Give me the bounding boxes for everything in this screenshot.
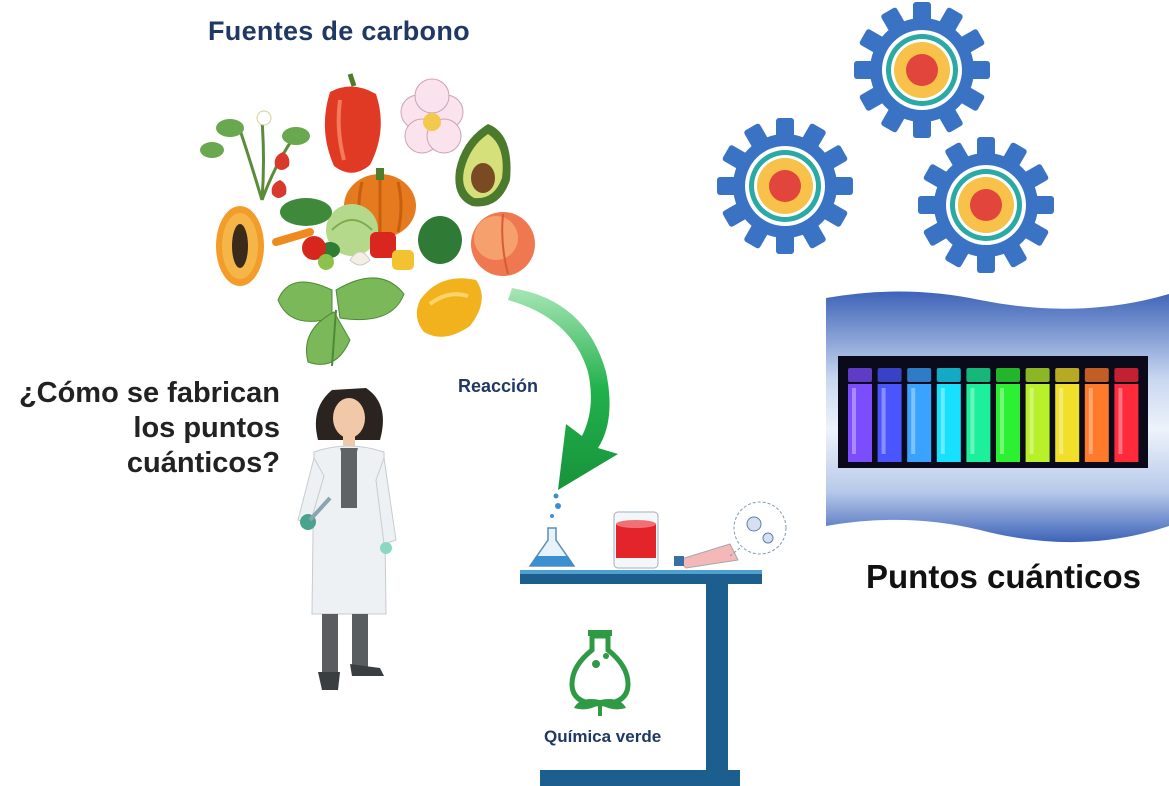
vial-highlight [1000, 388, 1004, 454]
vial-highlight [1118, 388, 1123, 454]
quantum-dot-icon [854, 2, 990, 138]
virus-icon [729, 501, 787, 557]
greens-icon [280, 198, 462, 264]
avocado-icon [455, 124, 511, 207]
vial-cap [1084, 368, 1109, 382]
vial-cap [1055, 368, 1080, 382]
papaya-icon [216, 206, 264, 286]
vial [936, 384, 961, 462]
bell-pepper-icon [370, 232, 396, 258]
green-chemistry-label: Química verde [544, 727, 662, 746]
vial [1055, 384, 1080, 462]
strawberry-leaves-icon [277, 277, 405, 367]
yellow-pepper-icon [392, 250, 414, 270]
vial-cap [848, 368, 872, 382]
question-line-2: los puntos [133, 412, 280, 444]
culture-flask-icon [674, 543, 739, 569]
garlic-icon [349, 251, 371, 266]
vial [996, 384, 1020, 462]
quantum-dots-panel [826, 291, 1169, 543]
vial-highlight [1088, 388, 1093, 454]
vial-highlight [1029, 388, 1034, 454]
question-heading: ¿Cómo se fabrican los puntos cuánticos? [10, 376, 280, 481]
cucumber-slice-icon [318, 254, 334, 270]
vial-cap [907, 368, 932, 382]
peach-icon [471, 212, 535, 276]
pipette-icon [308, 496, 332, 522]
quantum-dot-icon [918, 137, 1054, 273]
green-chemistry-leaf-flask-icon [569, 630, 631, 716]
carbon-sources-title: Fuentes de carbono [208, 16, 470, 46]
vial-cap [877, 368, 902, 382]
vial [1084, 384, 1109, 462]
vegetables-illustration [200, 73, 535, 367]
vial-cap [936, 368, 961, 382]
vial-highlight [970, 388, 975, 454]
tomato-icon [302, 236, 326, 260]
vial [877, 384, 902, 462]
vial [966, 384, 991, 462]
cabbage-icon [326, 204, 378, 256]
quantum-dot-icon [717, 118, 853, 254]
vial-cap [966, 368, 991, 382]
flower-icon [400, 78, 464, 154]
scientist-illustration [297, 388, 397, 690]
vial [1114, 384, 1139, 462]
reaction-label: Reacción [458, 376, 539, 396]
question-line-1: ¿Cómo se fabrican [18, 377, 280, 409]
carrot-icon [272, 228, 314, 246]
flask-icon [528, 493, 576, 567]
reaction-arrow [508, 288, 618, 490]
quantum-dots-label: Puntos cuánticos [866, 558, 1142, 595]
vial [848, 384, 872, 462]
lab-table [520, 570, 762, 786]
vial-highlight [881, 388, 886, 454]
vial-highlight [911, 388, 916, 454]
red-pepper-icon [324, 73, 381, 173]
vial-cap [1025, 368, 1050, 382]
question-line-3: cuánticos? [126, 447, 280, 479]
vial-highlight [1059, 388, 1064, 454]
vial-cap [996, 368, 1020, 382]
vial [1025, 384, 1050, 462]
vial [907, 384, 932, 462]
vial-highlight [852, 388, 856, 454]
vial-highlight [940, 388, 945, 454]
vial-cap [1114, 368, 1139, 382]
strawberry-plant-icon [200, 110, 310, 201]
beaker-icon [613, 511, 659, 569]
mango-icon [416, 278, 482, 337]
vials-group [848, 368, 1139, 462]
